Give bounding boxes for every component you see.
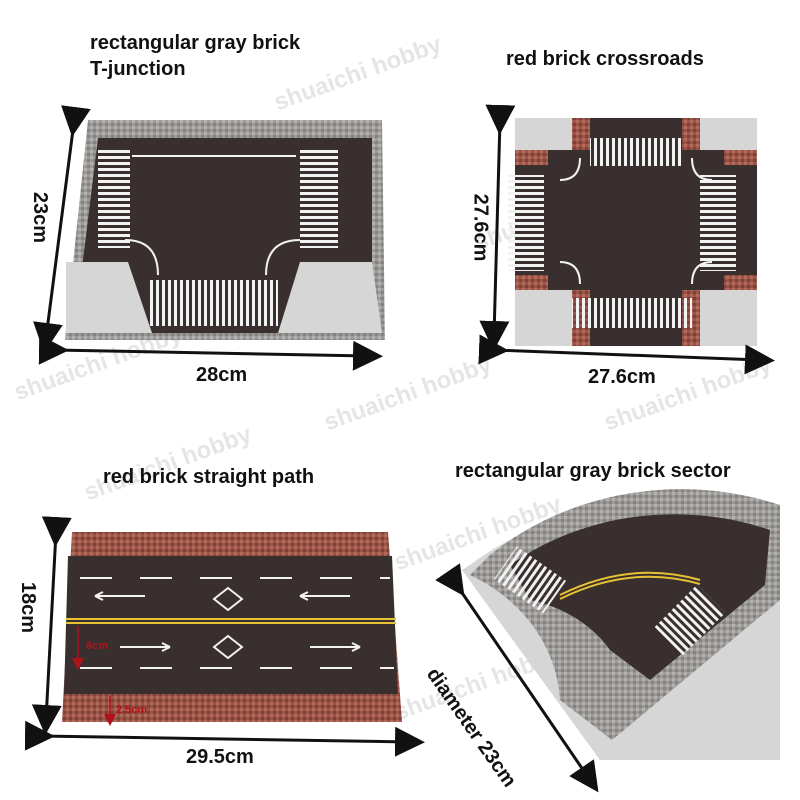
straight-path-tile	[62, 532, 402, 726]
t-junction-title: rectangular gray brick T-junction	[90, 30, 300, 82]
straight-title: red brick straight path	[103, 466, 315, 488]
straight-lane-label: 8cm	[86, 640, 109, 652]
crossroads-tile	[508, 118, 757, 346]
sector-tile	[462, 489, 780, 760]
sector-title: rectangular gray brick sector	[455, 460, 731, 482]
t-junction-height-label: 23cm	[29, 191, 52, 244]
straight-width-label: 29.5cm	[186, 746, 254, 768]
t-junction-tile	[65, 120, 385, 340]
dimension-arrows	[24, 104, 775, 793]
t-junction-title-line1: rectangular gray brick	[90, 32, 301, 54]
straight-height-label: 18cm	[17, 581, 40, 634]
crossroads-title: red brick crossroads	[506, 48, 704, 70]
crossroads-width-label: 27.6cm	[588, 366, 656, 388]
straight-sidewalk-label: 2.5cm	[116, 704, 148, 716]
t-junction-width-label: 28cm	[196, 364, 248, 386]
t-junction-title-line2: T-junction	[90, 58, 186, 80]
crossroads-height-label: 27.6cm	[469, 193, 492, 262]
